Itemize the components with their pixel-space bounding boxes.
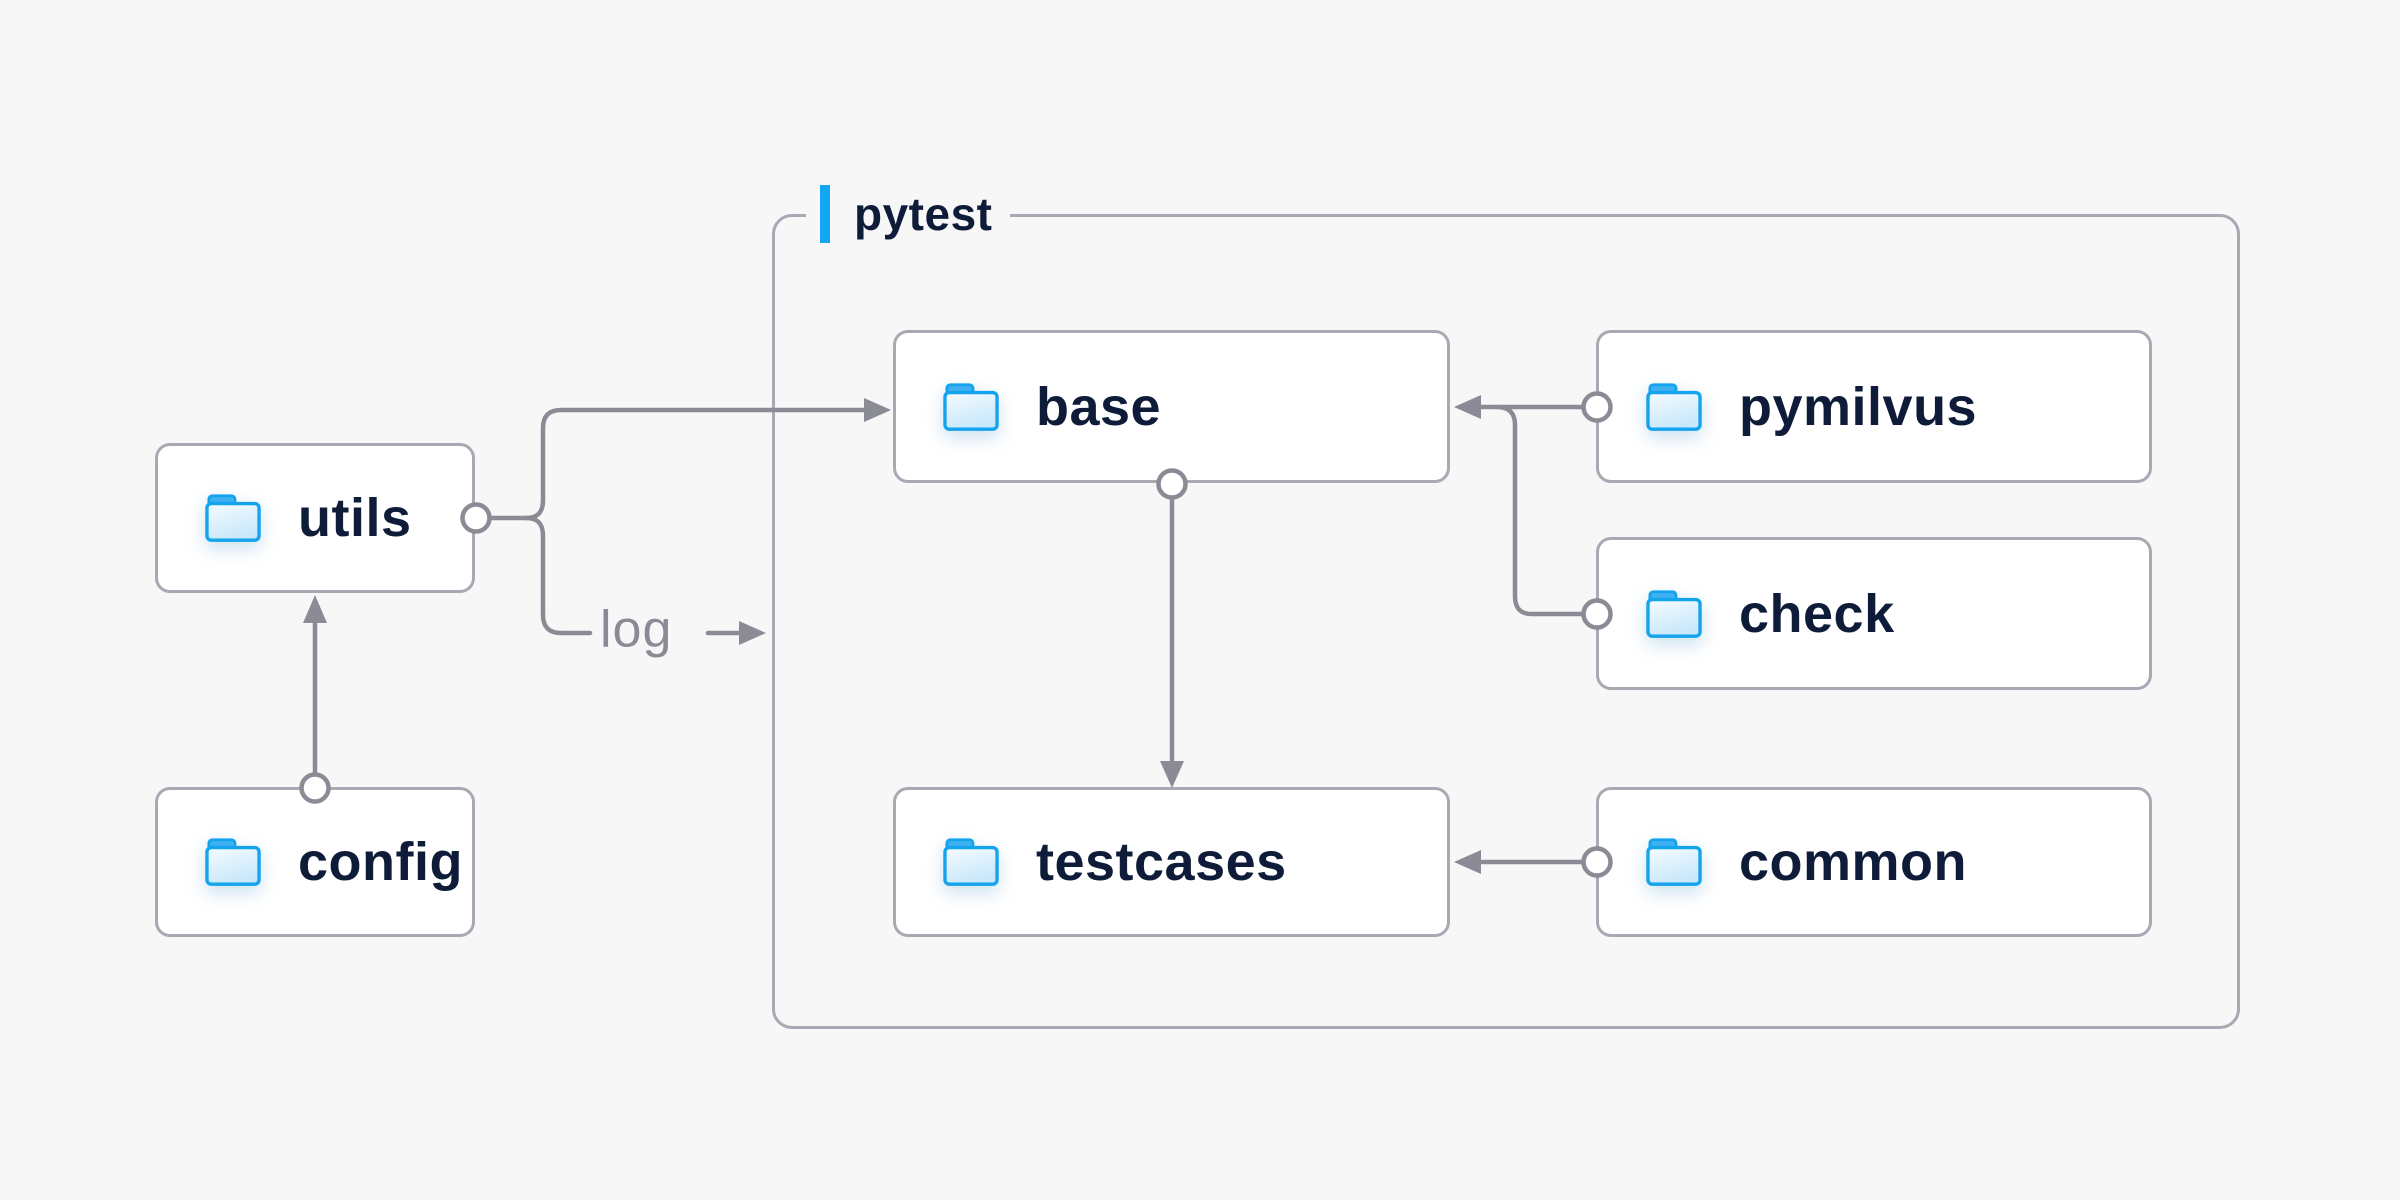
node-label: base <box>1036 376 1162 437</box>
node-pymilvus: pymilvus <box>1596 330 2152 483</box>
node-config: config <box>155 787 475 937</box>
edge-config-utils <box>299 595 331 804</box>
node-label: config <box>298 832 463 892</box>
folder-icon <box>1646 838 1702 886</box>
folder-icon <box>1646 382 1702 431</box>
pytest-title: pytest <box>854 188 993 240</box>
node-base: base <box>893 330 1450 483</box>
node-label: testcases <box>1036 832 1287 892</box>
node-label: common <box>1739 832 1968 892</box>
node-check: check <box>1596 537 2152 690</box>
node-label: utils <box>298 488 412 548</box>
node-common: common <box>1596 787 2152 937</box>
folder-icon <box>1646 589 1702 638</box>
log-edge-label: log <box>600 600 673 659</box>
node-label: pymilvus <box>1739 376 1978 437</box>
node-label: check <box>1739 583 1895 644</box>
folder-icon <box>943 838 999 886</box>
pytest-container <box>772 214 2240 1029</box>
pytest-container-label: pytest <box>806 183 1011 245</box>
folder-icon <box>943 382 999 431</box>
accent-bar <box>820 185 830 243</box>
folder-icon <box>205 494 261 542</box>
node-utils: utils <box>155 443 475 593</box>
folder-icon <box>205 838 261 886</box>
node-testcases: testcases <box>893 787 1450 937</box>
